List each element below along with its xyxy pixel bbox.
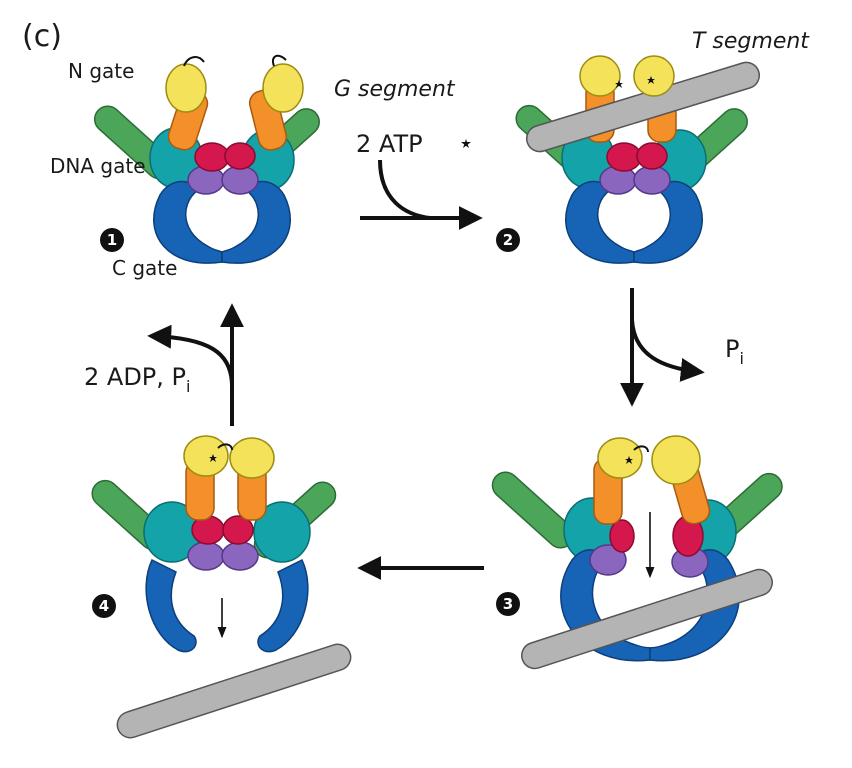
n-terminal-strap <box>217 443 233 451</box>
n-gate-left <box>579 55 621 97</box>
label-atp-in: 2 ATP <box>356 130 423 158</box>
c-gate-right <box>221 180 291 264</box>
c-gate-lumen <box>608 190 660 250</box>
label-t-segment: T segment <box>692 29 810 54</box>
arrow-step4-to-step1 <box>147 303 244 426</box>
enzyme-state-1 <box>93 54 320 264</box>
bound-atp-star <box>615 80 623 88</box>
core-magenta-left <box>609 519 635 553</box>
atp-star-icon <box>461 139 471 148</box>
t-segment-rod <box>521 568 773 670</box>
core-magenta-right <box>224 142 256 170</box>
enzyme-state-4 <box>91 435 352 739</box>
t-segment-rod <box>525 61 761 153</box>
label-n-gate: N gate <box>68 59 134 83</box>
core-purple-right <box>221 541 259 571</box>
bound-adp-star <box>625 456 633 464</box>
core-purple-right <box>633 165 671 195</box>
core-purple-right <box>221 165 259 195</box>
n-gate-right <box>651 435 701 485</box>
core-magenta-right <box>636 142 668 170</box>
arrow-adp-output-curve <box>147 324 234 387</box>
step-number-4: 4 <box>99 597 109 615</box>
label-adp-pi-out: 2 ADP, Pi <box>84 363 190 396</box>
arrow-atp-input-curve <box>378 159 431 220</box>
c-gate-right <box>633 180 703 264</box>
arrow-step1-to-step2 <box>360 159 483 230</box>
t-segment-rod <box>116 643 352 739</box>
core-magenta-right <box>222 515 254 545</box>
n-terminal-strap-left <box>183 56 205 67</box>
n-gate-right <box>229 437 275 479</box>
enzyme-state-3 <box>491 435 783 670</box>
c-gate-lumen <box>196 190 248 250</box>
n-terminal-strap-right <box>272 54 287 67</box>
panel-label: (c) <box>22 19 62 54</box>
bound-atp-star <box>647 76 655 84</box>
c-gate-left <box>145 558 197 653</box>
core-magenta-left <box>194 142 230 172</box>
n-terminal-strap <box>633 445 649 453</box>
step-number-1: 1 <box>107 231 117 249</box>
bound-adp-star <box>209 454 217 462</box>
label-c-gate: C gate <box>112 256 177 280</box>
label-pi-out: Pi <box>725 335 744 368</box>
label-dna-gate: DNA gate <box>50 154 146 178</box>
arrow-pi-output-curve <box>630 319 705 382</box>
step-badge-2 <box>496 228 520 252</box>
step-badge-3 <box>496 592 520 616</box>
n-gate-right <box>262 63 304 113</box>
core-purple-left <box>589 544 627 576</box>
step-badge-4 <box>92 594 116 618</box>
core-purple-left <box>187 541 225 571</box>
c-gate-right <box>257 558 309 653</box>
step-badge-1 <box>100 228 124 252</box>
c-gate-left <box>565 180 635 264</box>
step-number-2: 2 <box>503 231 513 249</box>
step-number-3: 3 <box>503 595 513 613</box>
core-magenta-left <box>606 142 642 172</box>
label-g-segment: G segment <box>334 77 456 102</box>
n-gate-left <box>597 437 643 479</box>
arrow-step2-to-step3 <box>620 288 705 407</box>
n-gate-right <box>633 55 675 97</box>
c-gate-right <box>649 549 740 662</box>
dna-gate-right <box>253 501 311 563</box>
enzyme-state-2 <box>515 55 761 264</box>
n-gate-left <box>165 63 207 113</box>
n-gate-left <box>183 435 229 477</box>
c-gate-left <box>153 180 223 264</box>
